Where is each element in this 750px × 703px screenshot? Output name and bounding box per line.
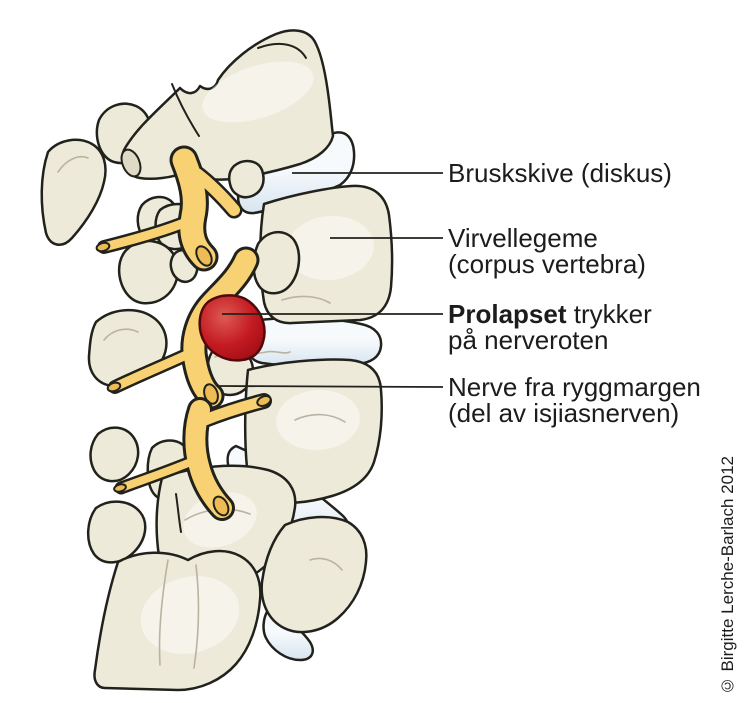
label-disc: Bruskskive (diskus)	[448, 160, 672, 186]
vertebra-4-body	[260, 515, 368, 634]
label-vertebra-line2: (corpus vertebra)	[448, 249, 646, 279]
label-vertebra-line1: Virvellegeme	[448, 223, 598, 253]
leader-lines	[217, 172, 444, 388]
process-far-left	[40, 138, 107, 246]
nerve-root-lower	[113, 393, 272, 521]
vertebra-1-cut-end	[120, 148, 142, 178]
label-prolapse-rest: trykker	[566, 299, 652, 329]
nerve-middle-cut-end	[203, 383, 219, 405]
facet-joint-line	[175, 493, 182, 533]
process-left-small	[89, 426, 140, 483]
label-prolapse-line1: Prolapset trykker	[448, 301, 652, 327]
vertebra-2-highlight	[286, 215, 374, 281]
vertebra-1-highlight	[202, 61, 314, 123]
sacrum	[93, 549, 262, 692]
copyright-text: © Birgitte Lerche-Barlach 2012	[718, 455, 737, 695]
nerve-root-upper	[95, 145, 243, 272]
nerve-lower-cut-end	[212, 495, 230, 517]
vertebra-2-body	[259, 184, 394, 325]
sacrum-highlight	[140, 576, 240, 654]
nerve-lower-left-end	[113, 483, 127, 493]
label-disc-line1: Bruskskive (diskus)	[448, 158, 672, 188]
process-left-knob	[117, 239, 180, 305]
label-vertebra: Virvellegeme (corpus vertebra)	[448, 225, 646, 277]
nerve-upper-branch-end	[95, 241, 111, 253]
nerve-lower-branch-end	[256, 395, 272, 407]
label-nerve-line1: Nerve fra ryggmargen	[448, 372, 701, 402]
vertebra-1-contour-2	[171, 83, 200, 137]
label-prolapse-bold: Prolapset	[448, 299, 567, 329]
nerve-root-middle	[106, 246, 260, 410]
nerve-middle-branch-end	[106, 381, 122, 393]
vertebra-group	[93, 29, 394, 692]
prolapse-blob	[198, 294, 266, 362]
label-prolapse-line2: på nerveroten	[448, 325, 609, 355]
process-left-lower	[87, 500, 147, 564]
label-nerve: Nerve fra ryggmargen (del av isjiasnerve…	[448, 374, 701, 426]
label-prolapse: Prolapset trykker på nerveroten	[448, 301, 652, 353]
vertebra-1-contour	[257, 42, 307, 59]
leader-line-nerve	[217, 385, 444, 388]
label-nerve-line2: (del av isjiasnerven)	[448, 398, 680, 428]
vertebra-3-highlight	[276, 389, 360, 451]
nerve-upper-cut-end	[195, 245, 213, 267]
vertebra-2-pedicle	[252, 231, 301, 295]
vertebra-2-facet	[227, 159, 265, 199]
